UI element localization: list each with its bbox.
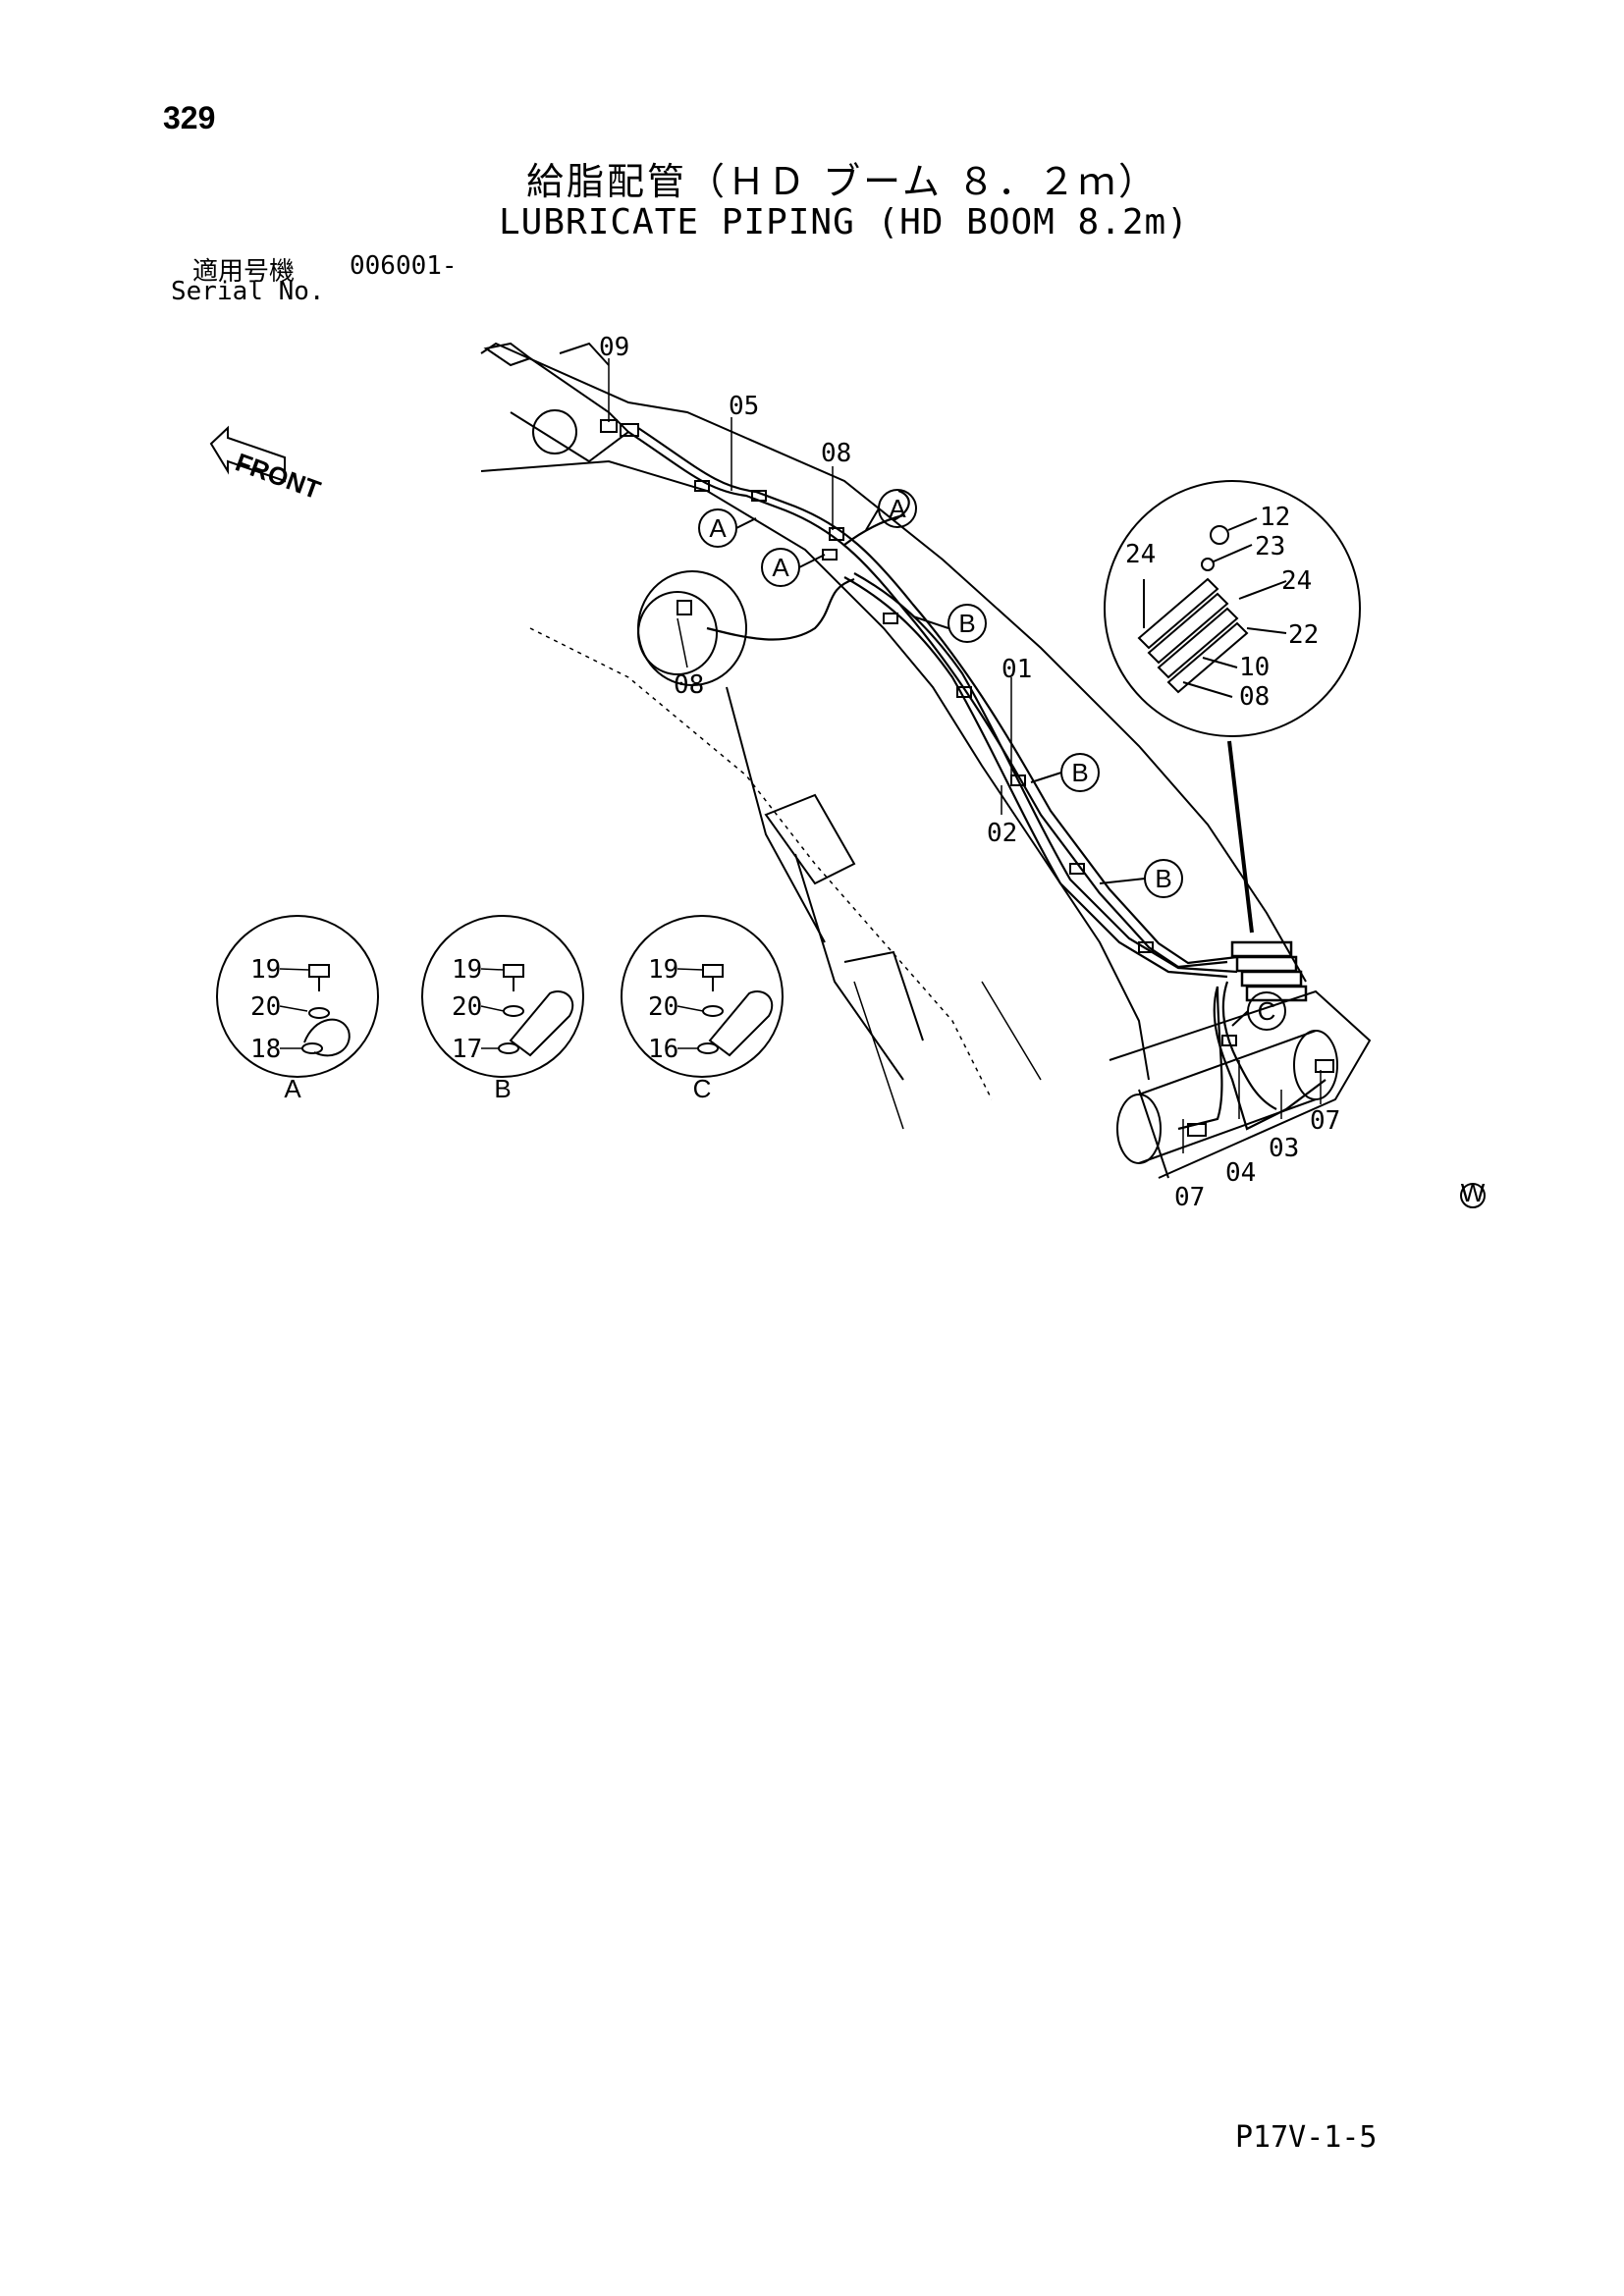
label-24-right: 24	[1281, 566, 1312, 596]
distributor-block	[1230, 940, 1308, 1002]
grease-fittings	[600, 419, 1334, 1137]
callout-letters: A A A B B B C	[709, 494, 1275, 1026]
label-22: 22	[1288, 620, 1319, 650]
detail-b-clamp-label: 17	[452, 1035, 482, 1064]
page-number: 329	[163, 100, 216, 135]
callout-a-2: A	[772, 553, 789, 582]
label-23: 23	[1255, 532, 1285, 561]
label-07-bottom: 07	[1174, 1183, 1205, 1212]
detail-leaders	[279, 968, 704, 1049]
detail-c-bolt-label: 19	[648, 955, 678, 985]
detail-a-bolt-label: 19	[250, 955, 281, 985]
detail-a-washer-label: 20	[250, 992, 281, 1022]
label-12: 12	[1260, 503, 1290, 532]
label-05: 05	[729, 392, 759, 421]
callout-a-3: A	[889, 494, 906, 523]
leader-lines	[608, 358, 1322, 1153]
w-mark: W	[1461, 1178, 1486, 1207]
boom-cylinder	[637, 570, 924, 1081]
title-japanese: 給脂配管（ＨＤ ブーム ８．２ｍ）	[526, 160, 1160, 203]
serial-label-english: Serial No.	[171, 277, 325, 306]
callout-c-1: C	[1258, 996, 1276, 1026]
label-07-right: 07	[1310, 1106, 1340, 1136]
label-08-detail: 08	[1239, 682, 1270, 712]
callout-b-3: B	[1155, 864, 1171, 893]
w-mark-circle	[1460, 1183, 1486, 1208]
label-10: 10	[1239, 653, 1270, 682]
title-english: LUBRICATE PIPING (HD BOOM 8.2m)	[499, 202, 1189, 242]
callout-b-1: B	[958, 609, 975, 638]
distributor-detail-circle	[1104, 480, 1361, 737]
detail-circle-a	[216, 915, 379, 1078]
serial-label-japanese: 適用号機	[192, 257, 296, 287]
callout-a-1: A	[709, 513, 727, 543]
detail-c-washer-label: 20	[648, 992, 678, 1022]
label-03: 03	[1269, 1134, 1299, 1163]
detail-b-washer-label: 20	[452, 992, 482, 1022]
detail-c-caption: C	[693, 1074, 712, 1103]
callout-circles	[698, 489, 1286, 1031]
detail-b-bolt-label: 19	[452, 955, 482, 985]
label-02: 02	[987, 819, 1017, 848]
label-01: 01	[1001, 655, 1032, 684]
callout-b-2: B	[1071, 758, 1088, 787]
part-labels: 09 05 08 08 01 02 04 03 07 07 12 23 24 2…	[599, 333, 1340, 1212]
label-04: 04	[1225, 1158, 1256, 1188]
detail-circle-c	[621, 915, 784, 1078]
label-24-left: 24	[1125, 540, 1156, 569]
detail-c-clamp-label: 16	[648, 1035, 678, 1064]
detail-a-caption: A	[284, 1074, 301, 1103]
boom-outline	[480, 342, 1372, 1179]
label-08-left: 08	[674, 670, 704, 700]
page-code: P17V-1-5	[1235, 2120, 1378, 2155]
detail-circle-b	[421, 915, 584, 1078]
front-arrow-icon	[209, 425, 286, 483]
serial-number-value: 006001-	[350, 251, 458, 281]
label-08-top: 08	[821, 439, 851, 468]
detail-a-clamp-label: 18	[250, 1035, 281, 1064]
label-09: 09	[599, 333, 629, 362]
detail-labels: 19 20 18 A 19 20 17 B 19 20 16 C	[250, 955, 711, 1103]
detail-b-caption: B	[494, 1074, 511, 1103]
